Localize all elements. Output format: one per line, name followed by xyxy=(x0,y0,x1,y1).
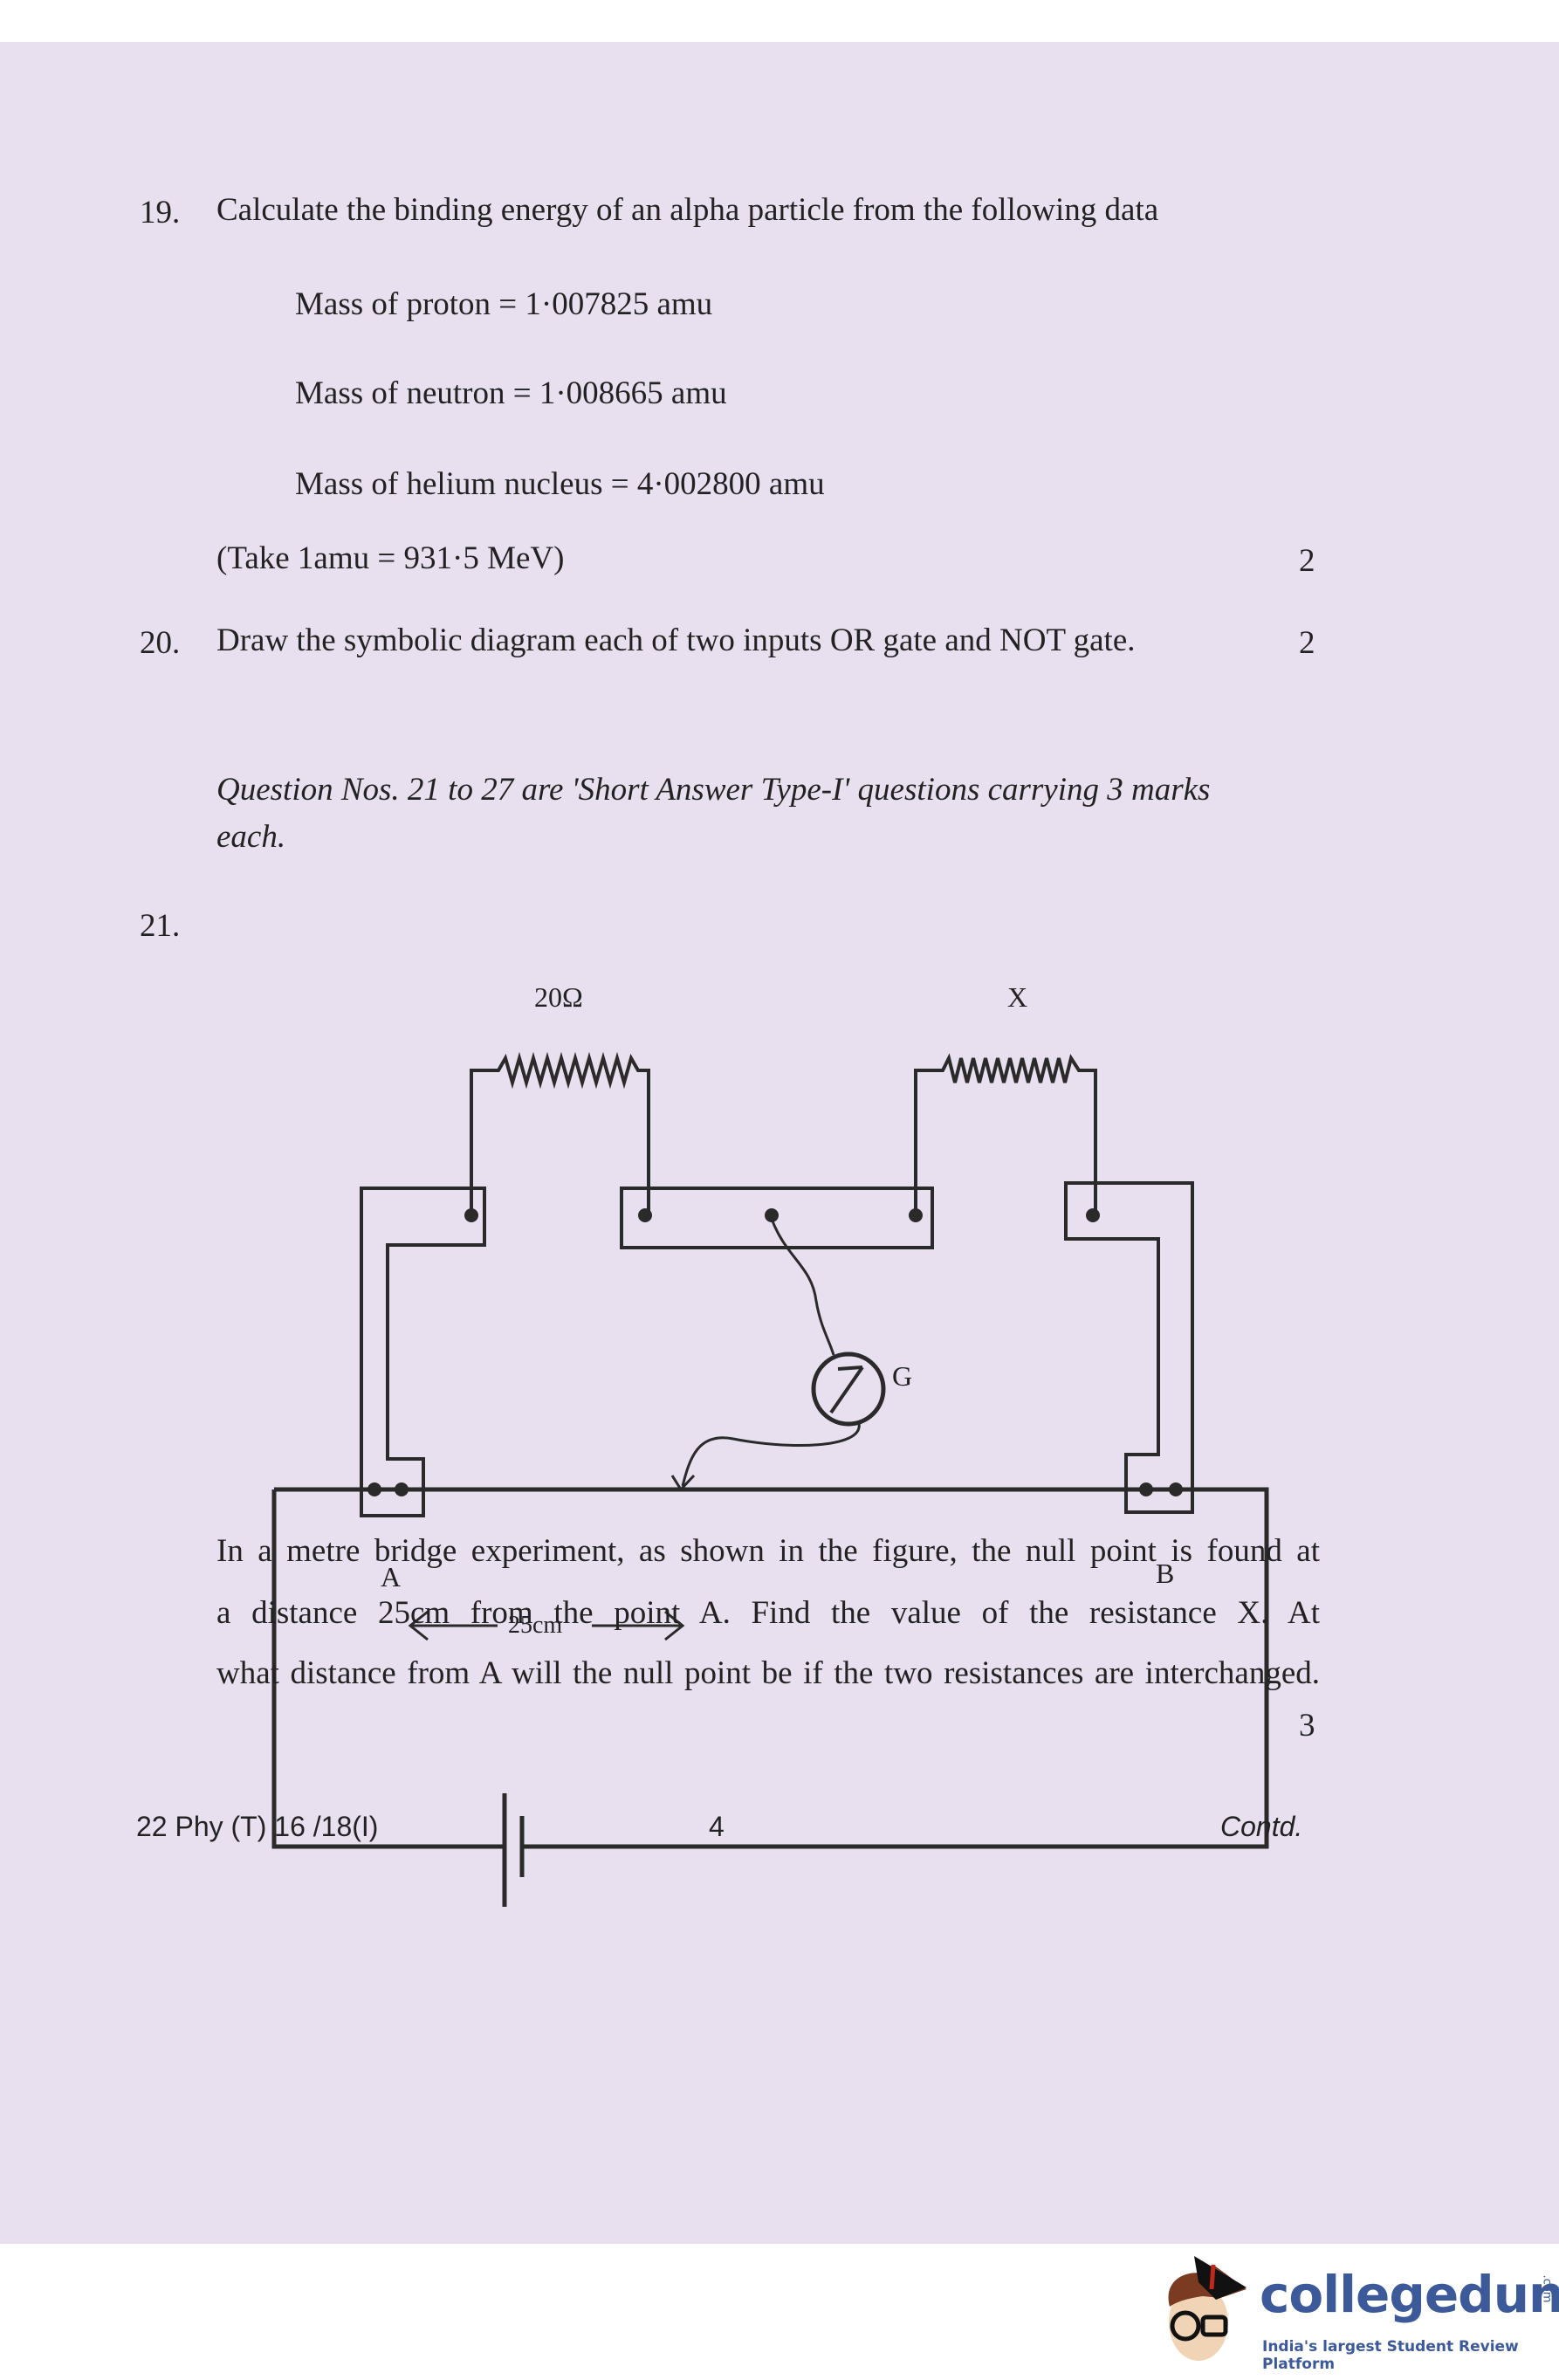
strip-middle xyxy=(620,1187,934,1249)
q19-proton: Mass of proton = 1·007825 amu xyxy=(295,286,713,322)
q21-number: 21. xyxy=(140,908,181,944)
jockey-wire xyxy=(681,1422,861,1487)
resistor-x xyxy=(914,1053,1097,1215)
section-note-cont: each. xyxy=(216,819,286,855)
q20-number: 20. xyxy=(140,625,181,661)
q19-marks: 2 xyxy=(1299,543,1315,579)
bridge-wire-circuit xyxy=(274,1487,1269,1849)
strip-right xyxy=(1064,1181,1194,1514)
q21-text-line3: what distance from A will the null point… xyxy=(216,1655,1320,1691)
collegedunia-logo: collegedunia .com India's largest Studen… xyxy=(1150,2246,1559,2377)
logo-tagline: India's largest Student Review Platform xyxy=(1262,2338,1519,2373)
page-number: 4 xyxy=(709,1811,725,1842)
section-note: Question Nos. 21 to 27 are 'Short Answer… xyxy=(216,772,1211,808)
mascot-icon xyxy=(1168,2256,1247,2361)
footer-code: 22 Phy (T) 16 /18(I) xyxy=(136,1811,379,1842)
q19-neutron: Mass of neutron = 1·008665 amu xyxy=(295,375,727,411)
label-a: A xyxy=(381,1561,402,1592)
q21-text-line2: a distance 25cm from the point A. Find t… xyxy=(216,1595,1320,1631)
q20-text: Draw the symbolic diagram each of two in… xyxy=(216,623,1136,658)
label-b: B xyxy=(1156,1558,1175,1589)
q21-text-line1: In a metre bridge experiment, as shown i… xyxy=(216,1533,1320,1569)
label-20-ohm: 20Ω xyxy=(534,981,583,1013)
footer-contd: Contd. xyxy=(1220,1811,1303,1842)
q21-marks: 3 xyxy=(1299,1708,1315,1744)
q19-helium: Mass of helium nucleus = 4·002800 amu xyxy=(295,466,825,502)
label-x: X xyxy=(1007,981,1028,1013)
q19-text: Calculate the binding energy of an alpha… xyxy=(216,192,1159,228)
exam-page xyxy=(0,42,1559,2244)
q19-number: 19. xyxy=(140,195,181,230)
q19-take: (Take 1amu = 931·5 MeV) xyxy=(216,540,565,576)
label-25cm: 25cm xyxy=(508,1612,563,1639)
q20-marks: 2 xyxy=(1299,625,1315,661)
resistor-20-ohm xyxy=(470,1051,650,1215)
logo-com: .com xyxy=(1540,2274,1554,2303)
galvanometer-icon xyxy=(811,1352,886,1427)
logo-brand: collegedunia xyxy=(1260,2265,1559,2324)
strip-left xyxy=(360,1187,486,1517)
label-g: G xyxy=(892,1360,913,1392)
